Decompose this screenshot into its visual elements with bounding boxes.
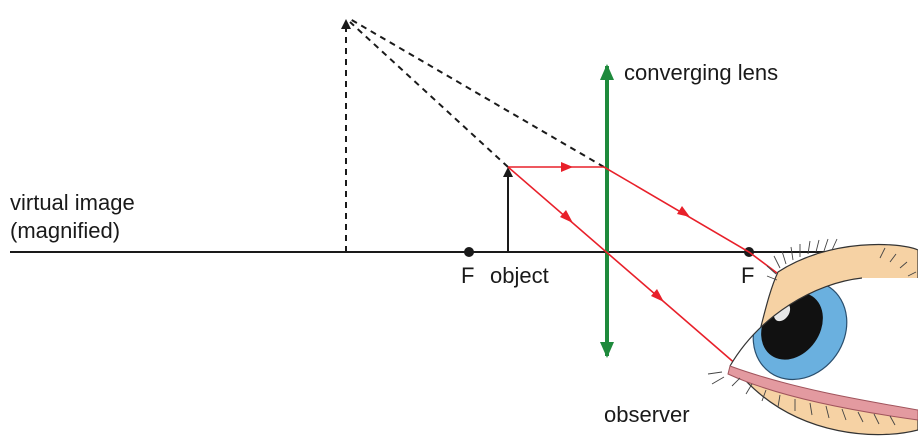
eyeball-outline bbox=[729, 277, 863, 367]
construction-line-top bbox=[349, 18, 605, 168]
virtual-image-sublabel: (magnified) bbox=[10, 218, 120, 243]
ray-through-centre bbox=[507, 166, 746, 373]
ray-arrowheads bbox=[560, 162, 690, 302]
focal-point-right-label: F bbox=[741, 263, 754, 288]
eye-icon bbox=[707, 238, 918, 436]
ray-arrowhead bbox=[561, 162, 573, 172]
lens-label: converging lens bbox=[624, 60, 778, 85]
focal-point-left bbox=[464, 247, 474, 257]
observer-label: observer bbox=[604, 402, 690, 427]
lower-lashes bbox=[707, 371, 896, 426]
ray-arrowhead bbox=[560, 210, 573, 223]
focal-point-left-label: F bbox=[461, 263, 474, 288]
virtual-image-label: virtual image bbox=[10, 190, 135, 215]
object-label: object bbox=[490, 263, 549, 288]
upper-lashes bbox=[766, 238, 838, 281]
construction-line-bottom bbox=[349, 21, 509, 168]
ray-parallel bbox=[508, 166, 810, 298]
ray-arrowhead bbox=[651, 289, 664, 302]
ray-arrowhead bbox=[677, 206, 690, 217]
brow-lashes bbox=[879, 247, 917, 277]
